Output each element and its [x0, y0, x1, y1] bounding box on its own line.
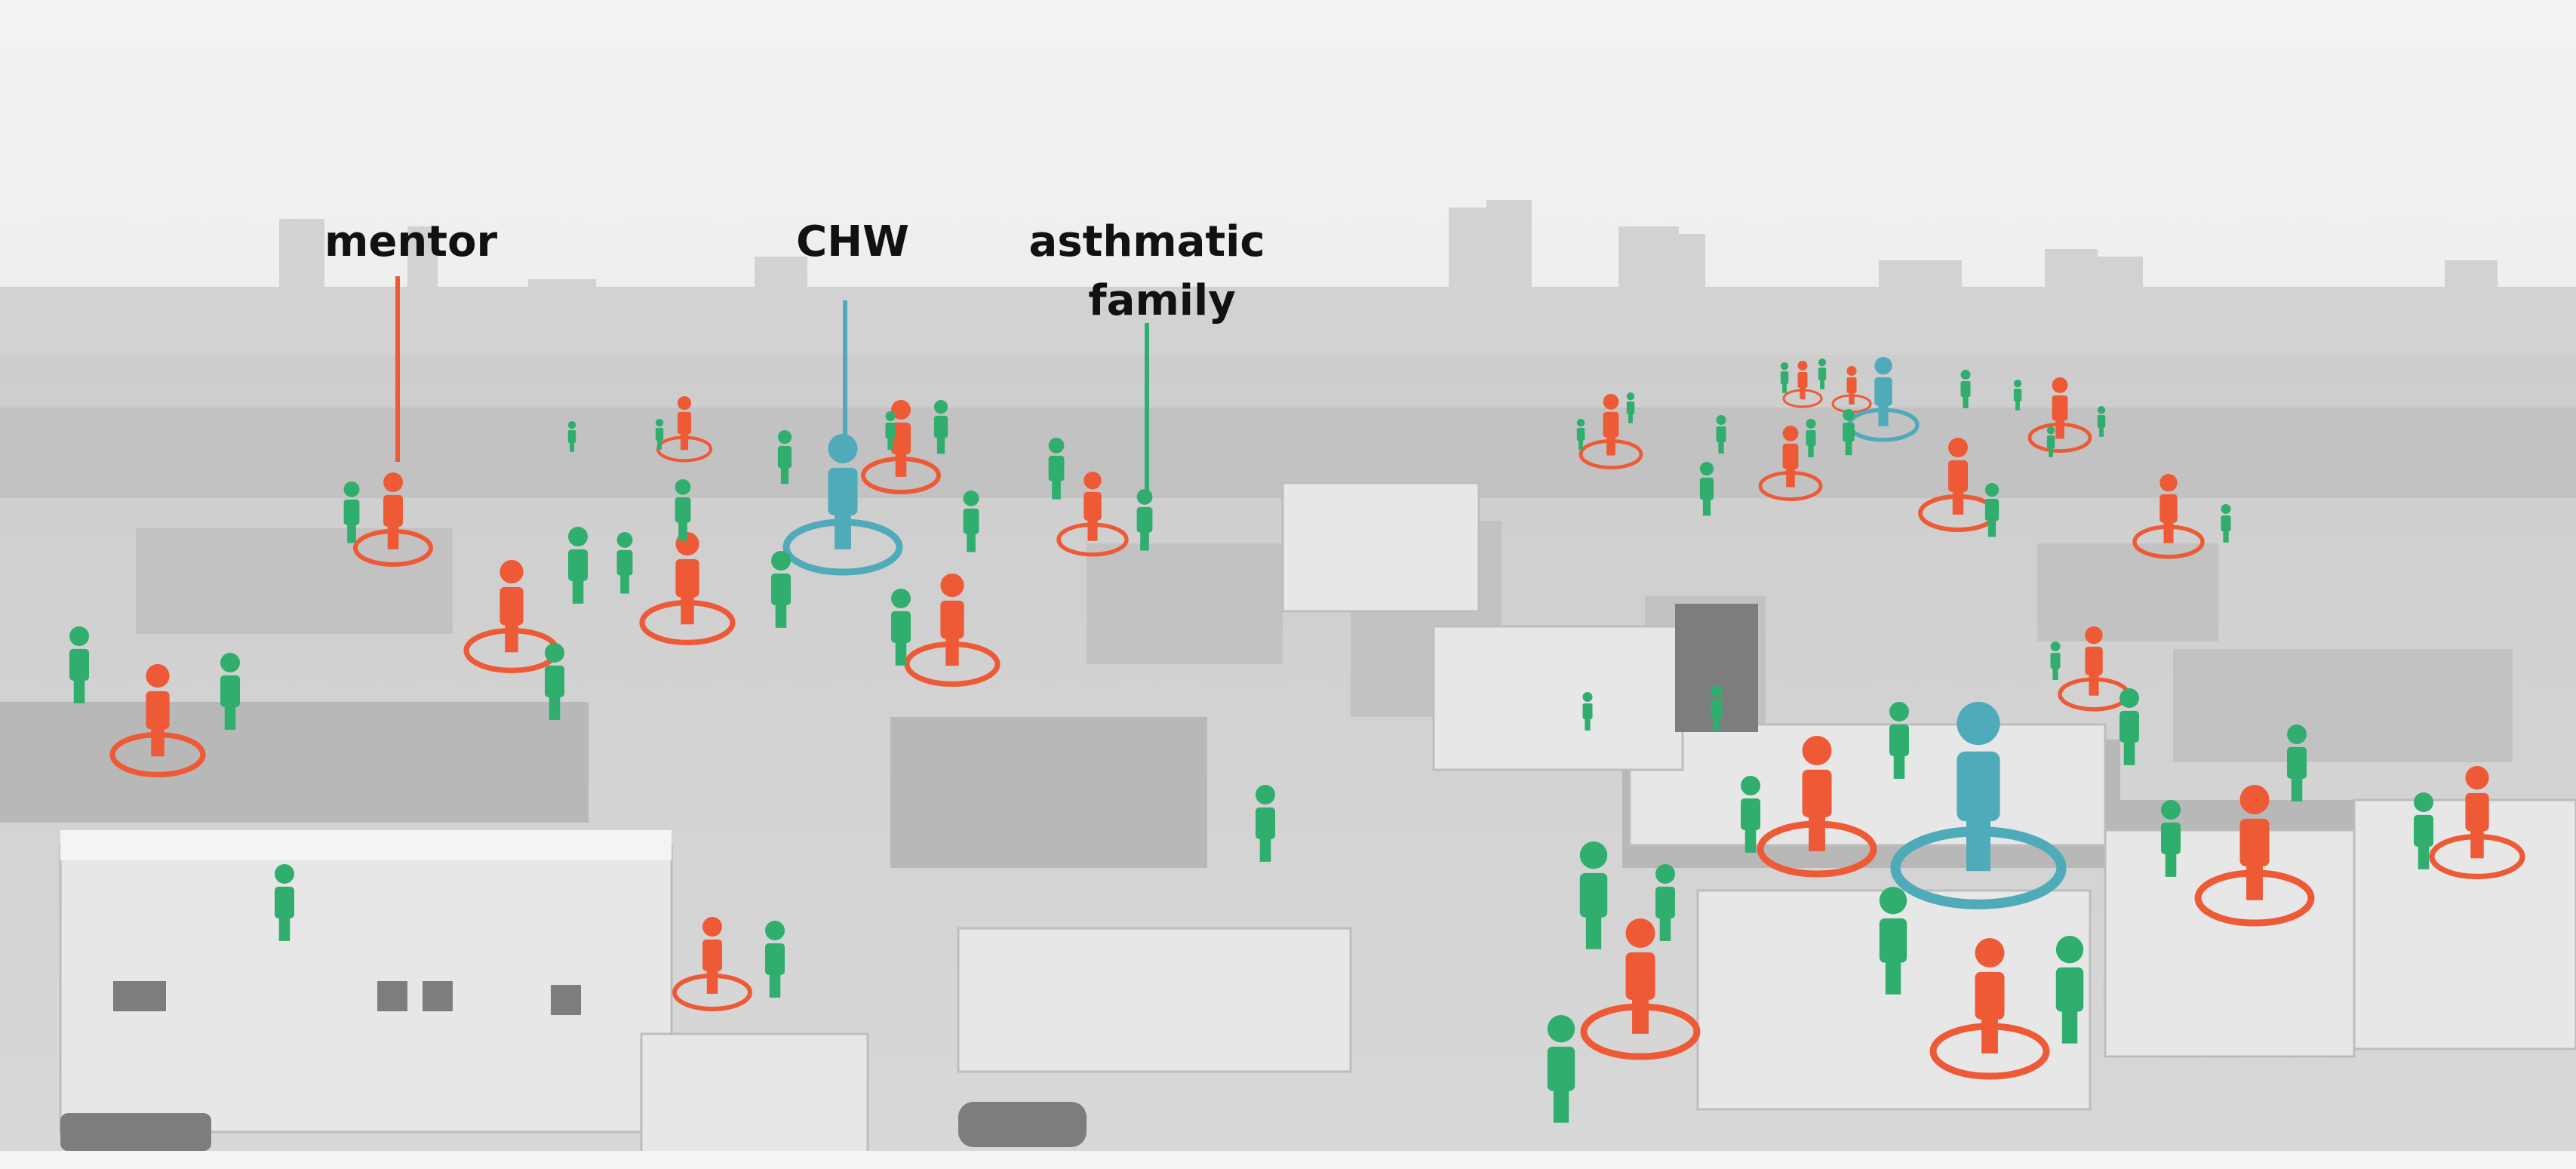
mentor-person-icon	[1758, 426, 1823, 502]
mentor-person-icon	[109, 664, 206, 777]
mentor-person-icon	[904, 574, 1001, 687]
mentor-person-icon	[639, 532, 736, 645]
family-person-icon	[1626, 392, 1635, 423]
family-person-icon	[1655, 864, 1675, 941]
family-leader-line	[1145, 323, 1149, 495]
mentor-person-icon	[353, 472, 433, 567]
family-person-icon	[1576, 419, 1585, 450]
family-person-icon	[1960, 370, 1971, 408]
family-person-icon	[616, 532, 633, 594]
family-person-icon	[2013, 380, 2022, 411]
family-person-icon	[2055, 936, 2084, 1044]
family-person-icon	[675, 479, 691, 541]
family-person-icon	[1582, 692, 1593, 731]
family-person-icon	[2046, 426, 2055, 457]
family-person-icon	[2097, 406, 2106, 437]
mentor-person-icon	[656, 396, 713, 463]
mentor-person-icon	[2194, 785, 2315, 927]
mentor-person-icon	[1782, 361, 1823, 408]
family-person-icon	[885, 411, 896, 450]
family-person-icon	[2120, 688, 2139, 765]
family-person-icon	[777, 430, 792, 485]
mentor-person-icon	[1578, 394, 1643, 470]
chw-label: CHW	[796, 217, 909, 266]
chw-person-icon	[1890, 702, 2067, 909]
mentor-person-icon	[2027, 377, 2092, 454]
family-person-icon	[1579, 841, 1608, 949]
family-person-icon	[1136, 489, 1153, 551]
mentor-person-icon	[2429, 766, 2525, 879]
family-person-icon	[220, 653, 240, 730]
family-person-icon	[891, 589, 911, 666]
family-person-icon	[771, 551, 791, 628]
family-person-icon	[2050, 641, 2061, 680]
family-person-icon	[2414, 792, 2433, 869]
family-person-icon	[655, 419, 664, 450]
mentor-person-icon	[1757, 736, 1877, 878]
mentor-leader-line	[395, 276, 400, 462]
family-person-icon	[1256, 785, 1275, 862]
family-person-icon	[1716, 415, 1726, 454]
family-person-icon	[2221, 504, 2231, 543]
family-person-icon	[343, 481, 360, 543]
family-person-icon	[1818, 358, 1827, 389]
family-person-icon	[963, 491, 979, 552]
family-person-icon	[1806, 419, 1816, 457]
mentor-person-icon	[2058, 626, 2130, 712]
chw-leader-line	[843, 300, 847, 448]
family-person-icon	[1879, 887, 1907, 995]
family-person-icon	[567, 421, 576, 452]
family-person-icon	[933, 400, 948, 454]
mentor-label: mentor	[324, 217, 498, 266]
mentor-person-icon	[463, 560, 560, 673]
family-person-icon	[1711, 685, 1723, 732]
family-label-line1: asthmatic	[1028, 217, 1265, 266]
family-person-icon	[2287, 724, 2307, 801]
family-person-icon	[69, 626, 89, 703]
family-person-icon	[765, 921, 785, 998]
mentor-person-icon	[1580, 918, 1701, 1060]
chw-person-icon	[782, 434, 903, 576]
family-person-icon	[545, 643, 564, 720]
mentor-person-icon	[1918, 438, 1998, 532]
mentor-person-icon	[1831, 366, 1872, 414]
family-person-icon	[1741, 776, 1760, 853]
family-label-line2: family	[1088, 276, 1236, 325]
family-person-icon	[1984, 483, 2000, 537]
mentor-person-icon	[1929, 938, 2050, 1080]
family-person-icon	[1843, 409, 1855, 456]
family-person-icon	[1699, 462, 1714, 516]
family-person-icon	[1780, 362, 1789, 393]
family-person-icon	[1889, 702, 1909, 779]
family-person-icon	[1048, 438, 1065, 500]
mentor-person-icon	[2132, 474, 2205, 559]
mentor-person-icon	[861, 400, 941, 494]
family-person-icon	[1547, 1015, 1575, 1123]
family-person-icon	[568, 527, 588, 604]
family-person-icon	[275, 864, 294, 941]
family-person-icon	[2161, 800, 2181, 877]
chw-person-icon	[1847, 357, 1920, 442]
mentor-person-icon	[672, 917, 752, 1011]
mentor-person-icon	[1056, 472, 1129, 557]
